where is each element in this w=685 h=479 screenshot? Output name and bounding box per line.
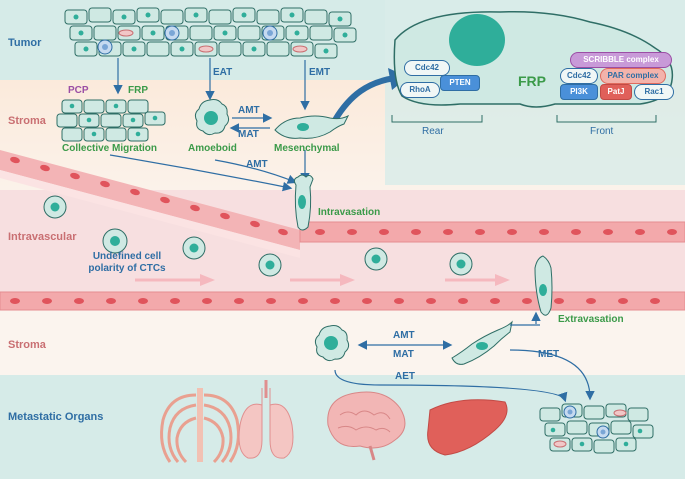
pill-par: PAR complex [600,68,666,84]
intravasating-cell [293,174,314,231]
label-amt-bottom: AMT [393,330,415,341]
pill-rhoa: RhoA [400,82,440,98]
label-collective-migration: Collective Migration [62,143,158,154]
vessel-top-rbcs [315,229,677,235]
vessel-wall-bottom [0,291,685,311]
label-amt-top: AMT [238,105,260,116]
frp-rear-label: Rear [422,126,444,137]
label-undefined-2: polarity of CTCs [88,263,166,274]
pill-pten: PTEN [440,75,480,91]
diagonal-vessel-lumen [0,170,300,258]
frp-zoom-arrow [332,75,396,122]
frp-brackets [391,115,657,123]
pill-patj: PatJ [600,84,632,100]
amoeboid-cell-bottom [314,325,350,362]
region-label-stroma-top: Stroma [8,115,46,127]
region-label-intravascular: Intravascular [8,231,77,243]
frp-front-label: Front [590,126,614,137]
region-label-stroma-bottom: Stroma [8,339,46,351]
tumor-stem-cells [97,25,308,55]
label-extravasation: Extravasation [558,314,624,325]
label-aet: AET [395,371,415,382]
region-label-tumor: Tumor [8,37,42,49]
label-frp: FRP [128,85,148,96]
mesenchymal-cell-bottom [451,320,513,365]
tumor-nuclei [73,12,348,54]
label-undefined-1: Undefined cell [92,251,162,262]
pill-scribble: SCRIBBLE complex [570,52,672,68]
frp-panel-title: FRP [518,73,546,89]
extravasating-cell [534,255,553,316]
collective-cluster [56,99,166,142]
amoeboid-cell [194,99,230,136]
amt-mat-arrows-top [229,113,273,133]
label-amoeboid: Amoeboid [188,143,237,154]
label-met: MET [538,349,560,360]
brain-icon [327,391,406,461]
pill-pi3k: PI3K [560,84,598,100]
label-mesenchymal: Mesenchymal [274,143,340,154]
lungs-icon [238,380,294,459]
amt-mat-arrows-bottom [334,311,595,403]
label-pcp: PCP [68,85,89,96]
label-amt-mid: AMT [246,159,268,170]
tumor-arrows [113,58,310,111]
flow-arrows [135,274,510,286]
intravasation-arrows [109,150,310,192]
ribcage-icon [160,388,240,464]
pill-cdc42-left: Cdc42 [404,60,450,76]
liver-icon [427,399,508,456]
pill-cdc42-right: Cdc42 [560,68,598,84]
region-label-metastatic: Metastatic Organs [8,411,104,423]
label-eat: EAT [213,67,233,78]
label-intravasation: Intravasation [318,207,381,218]
label-mat-top: MAT [238,129,259,140]
ctc-cells [43,195,473,277]
diagonal-rbcs [10,156,288,236]
label-mat-bottom: MAT [393,349,414,360]
label-emt: EMT [309,67,331,78]
vessel-bottom-rbcs [10,298,660,304]
vessel-wall-top [299,221,685,243]
pill-rac1: Rac1 [634,84,674,100]
mesenchymal-cell [274,114,350,139]
